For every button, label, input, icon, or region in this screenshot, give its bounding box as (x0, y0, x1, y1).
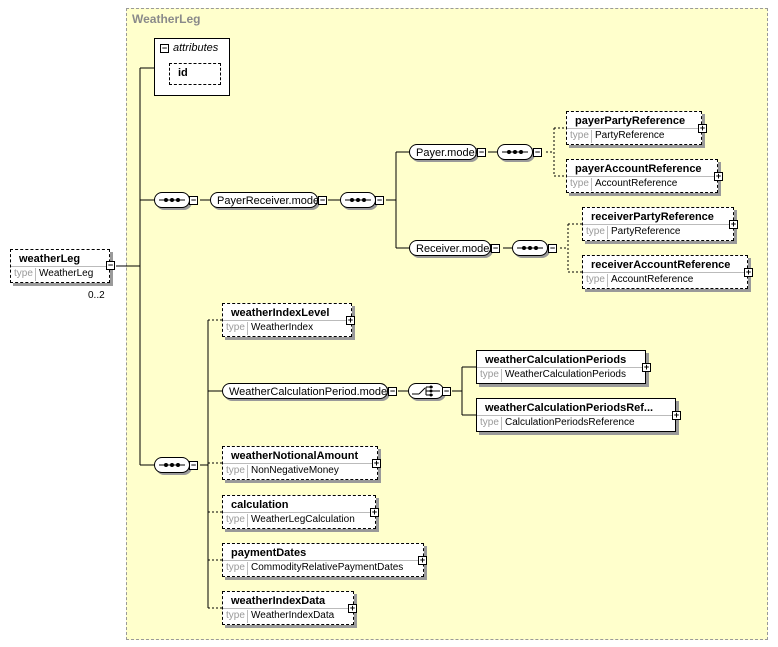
sequence-node-receiver (512, 240, 548, 256)
sequence-node-payerreceiver (154, 192, 190, 208)
collapse-icon[interactable]: − (375, 195, 384, 205)
collapse-icon[interactable]: − (442, 386, 451, 396)
sequence-node-payer (497, 144, 533, 160)
expand-icon[interactable]: + (642, 362, 651, 372)
type-row: type WeatherLeg (11, 266, 109, 282)
collapse-icon[interactable]: − (318, 195, 327, 205)
collapse-icon[interactable]: − (491, 243, 500, 253)
expand-icon[interactable]: + (672, 410, 681, 420)
group-payerreceiver-model[interactable]: PayerReceiver.model (210, 192, 322, 208)
expand-icon[interactable]: + (698, 123, 707, 133)
group-receiver-model[interactable]: Receiver.model (409, 240, 492, 256)
expand-icon[interactable]: + (348, 603, 357, 613)
sequence-node-main (154, 457, 190, 473)
choice-node (408, 383, 444, 399)
expand-icon[interactable]: + (372, 458, 381, 468)
choice-icon (412, 385, 440, 397)
element-name: weatherLeg (19, 253, 81, 265)
expand-icon[interactable]: + (418, 555, 427, 565)
sequence-icon (502, 150, 528, 154)
expand-icon[interactable]: + (744, 267, 753, 277)
expand-icon[interactable]: + (714, 171, 723, 181)
sequence-node-payerreceiver-inner (340, 192, 376, 208)
attributes-title: attributes (173, 42, 219, 54)
collapse-icon[interactable]: − (189, 195, 198, 205)
collapse-icon[interactable]: − (477, 147, 486, 157)
sequence-icon (159, 463, 185, 467)
collapse-icon[interactable]: − (160, 43, 169, 53)
sequence-icon (345, 198, 371, 202)
collapse-icon[interactable]: − (548, 243, 557, 253)
group-payer-model[interactable]: Payer.model (409, 144, 477, 160)
attribute-id[interactable]: id (169, 63, 221, 85)
group-weathercalculationperiod-model[interactable]: WeatherCalculationPeriod.model (222, 383, 390, 399)
collapse-icon[interactable]: − (189, 460, 198, 470)
element-type: WeatherLeg (39, 268, 94, 279)
expand-icon[interactable]: + (729, 219, 738, 229)
sequence-icon (517, 246, 543, 250)
sequence-icon (159, 198, 185, 202)
collapse-icon[interactable]: − (106, 260, 115, 270)
collapse-icon[interactable]: − (388, 386, 397, 396)
collapse-icon[interactable]: − (533, 147, 542, 157)
root-element-weatherleg[interactable]: weatherLeg type WeatherLeg (10, 249, 110, 283)
expand-icon[interactable]: + (370, 507, 379, 517)
attributes-box: − attributes id (154, 38, 230, 96)
expand-icon[interactable]: + (346, 315, 355, 325)
frame-title: WeatherLeg (132, 12, 201, 26)
cardinality-label: 0..2 (88, 290, 105, 301)
